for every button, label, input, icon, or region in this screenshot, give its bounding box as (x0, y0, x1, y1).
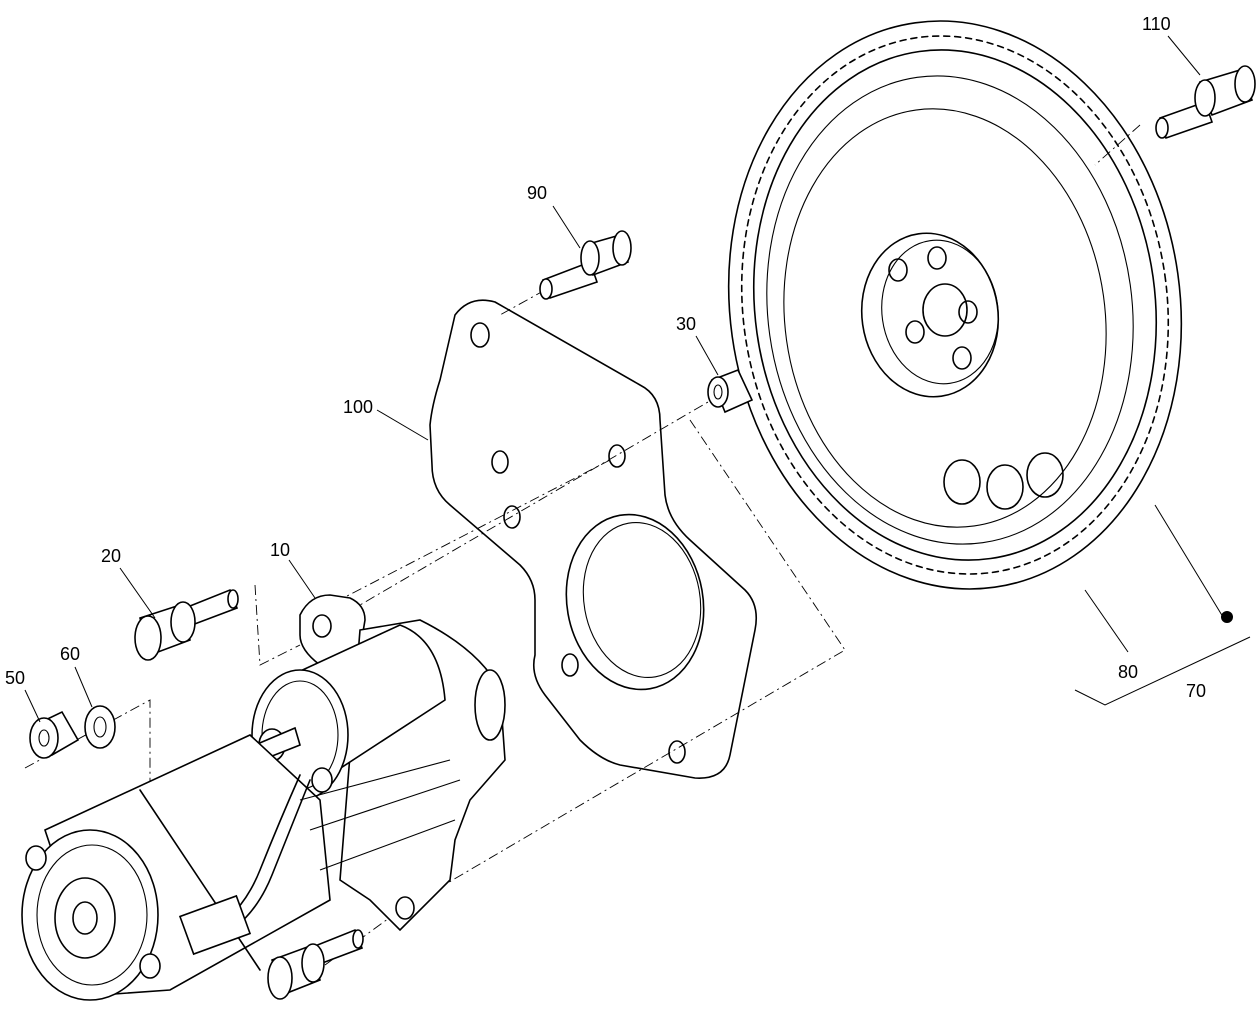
spacer-30 (707, 368, 754, 414)
callout-60: 60 (60, 644, 80, 664)
bolt-lower (267, 928, 364, 1000)
callout-50: 50 (5, 668, 25, 688)
callout-20: 20 (101, 546, 121, 566)
leader-lines (24, 35, 1251, 723)
group-marker-dot (1221, 611, 1233, 623)
nut-50 (29, 710, 80, 759)
bolt-90 (539, 230, 632, 300)
callout-100: 100 (343, 397, 373, 417)
callout-70: 70 (1186, 681, 1206, 701)
callout-90: 90 (527, 183, 547, 203)
washer-60 (84, 705, 116, 749)
adapter-plate-100 (429, 299, 758, 779)
flywheel (727, 20, 1183, 590)
bolt-110 (1155, 65, 1256, 140)
callout-80: 80 (1118, 662, 1138, 682)
callout-110: 110 (1142, 14, 1171, 34)
bolt-20 (134, 588, 239, 661)
starter-motor-10 (21, 594, 506, 1001)
callout-30: 30 (676, 314, 696, 334)
callout-10: 10 (270, 540, 290, 560)
callout-labels: 110 90 30 100 10 20 60 50 80 70 (5, 14, 1206, 701)
